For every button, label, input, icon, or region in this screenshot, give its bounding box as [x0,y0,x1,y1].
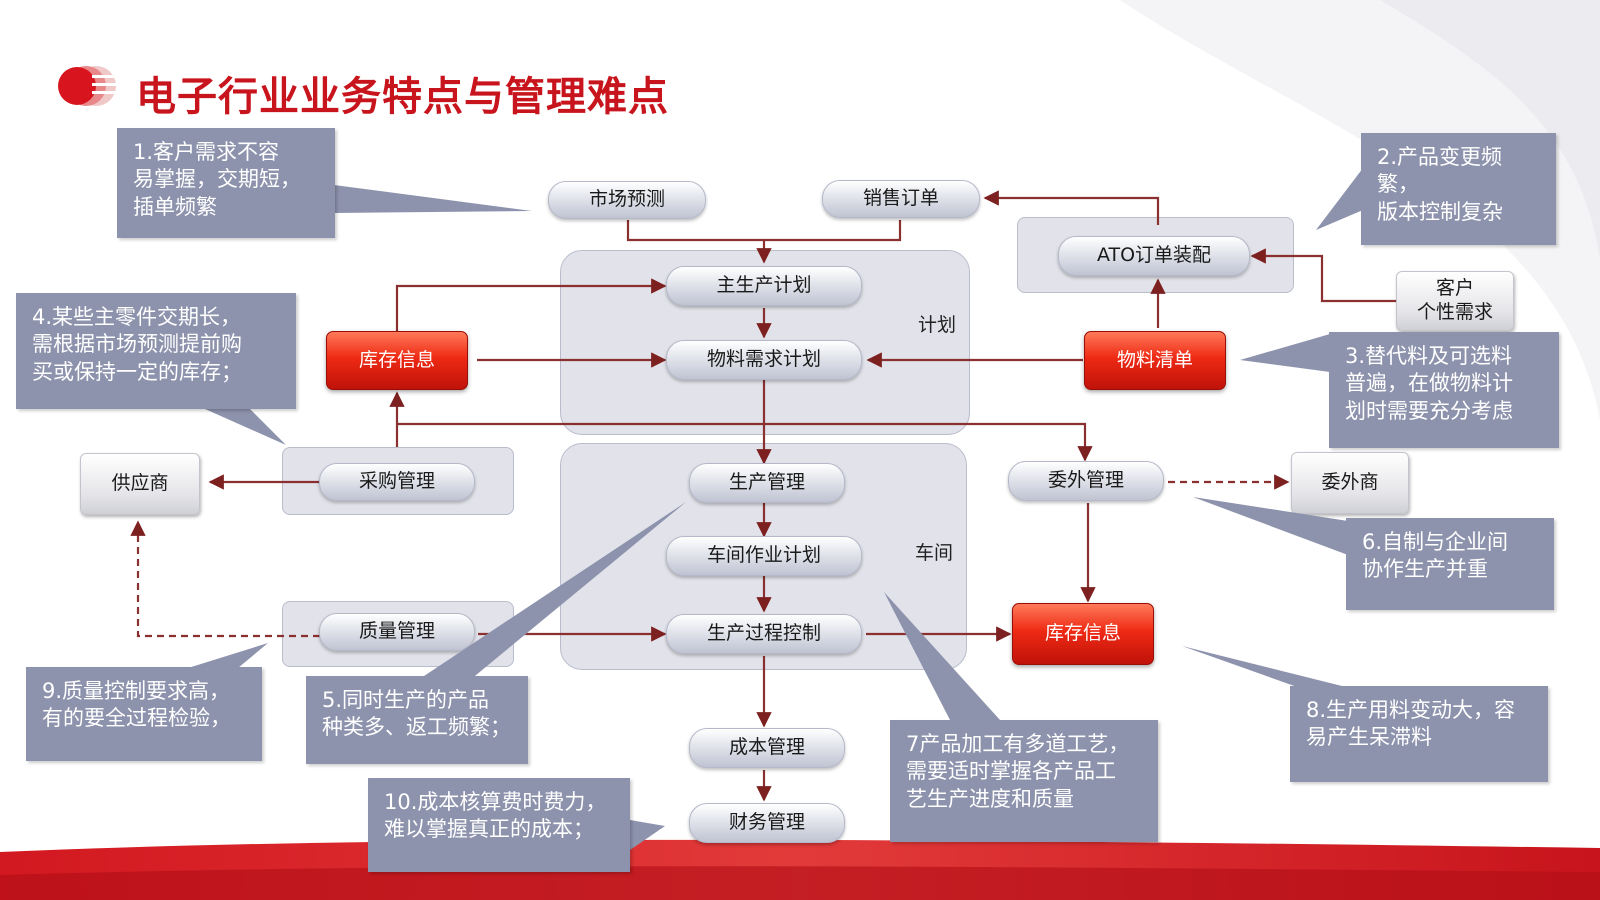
market-forecast-node: 市场预测 [548,181,706,219]
edge-hub-line [397,422,1093,462]
production-mgmt-node: 生产管理 [689,463,845,503]
callout-4-text: 4.某些主零件交期长， 需根据市场预测提前购 买或保持一定的库存； [32,305,242,384]
finance-node: 财务管理 [689,803,845,843]
ato-assembly-node: ATO订单装配 [1058,236,1250,276]
title-logo [56,62,120,110]
callout-2-tail [1316,168,1363,230]
callout-8: 8.生产用料变动大，容 易产生呆滞料 [1290,686,1548,782]
edge-quality-to-supplier [130,520,320,638]
shop-plan-node: 车间作业计划 [666,536,862,576]
purchase-node: 采购管理 [319,463,475,501]
callout-5-text: 5.同时生产的产品 种类多、返工频繁； [322,688,511,740]
material-plan-node: 物料需求计划 [666,340,862,380]
sales-order-node: 销售订单 [822,180,980,218]
callout-6-text: 6.自制与企业间 协作生产并重 [1362,530,1509,582]
callout-8-text: 8.生产用料变动大，容 易产生呆滞料 [1306,698,1516,750]
callout-1-tail [334,185,532,213]
callout-3-text: 3.替代料及可选料 普遍，在做物料计 划时需要充分考虑 [1345,344,1513,423]
customer-need-node: 客户 个性需求 [1396,271,1514,331]
callout-2: 2.产品变更频繁， 版本控制复杂 [1361,133,1556,245]
supplier-node: 供应商 [80,453,200,515]
callout-7-text: 7产品加工有多道工艺， 需要适时掌握各产品工 艺生产进度和质量 [906,732,1130,811]
callout-3: 3.替代料及可选料 普遍，在做物料计 划时需要充分考虑 [1329,332,1559,448]
page-title: 电子行业业务特点与管理难点 [136,74,669,120]
quality-node: 质量管理 [319,613,475,651]
edge-customer-to-ato [1250,248,1396,303]
callout-5-tail [418,502,686,680]
customer-need-label: 客户 个性需求 [1416,277,1493,323]
callout-8-tail [1182,646,1350,688]
cost-node: 成本管理 [689,728,845,768]
inventory-info-node-2: 库存信息 [1012,603,1154,665]
inventory-info-node-1: 库存信息 [326,331,468,390]
edge-ato-to-sales [983,190,1160,225]
callout-10-tail [630,820,665,850]
callout-7: 7产品加工有多道工艺， 需要适时掌握各产品工 艺生产进度和质量 [890,720,1158,842]
outsourcer-node: 委外商 [1291,452,1409,514]
workshop-region-label: 车间 [915,542,954,564]
callout-5: 5.同时生产的产品 种类多、返工频繁； [306,676,528,764]
callout-9-text: 9.质量控制要求高， 有的要全过程检验， [42,679,231,731]
callout-10: 10.成本核算费时费力， 难以掌握真正的成本； [368,778,630,872]
callout-1: 1.客户需求不容 易掌握，交期短， 插单频繁 [117,128,335,238]
callout-7-tail [884,592,1000,720]
master-plan-node: 主生产计划 [666,266,862,306]
callout-2-text: 2.产品变更频繁， 版本控制复杂 [1377,145,1503,224]
edge-inventory-to-master [395,278,667,333]
process-control-node: 生产过程控制 [666,614,862,654]
callout-9-tail [188,643,268,668]
callout-9: 9.质量控制要求高， 有的要全过程检验， [26,667,262,761]
callout-1-text: 1.客户需求不容 易掌握，交期短， 插单频繁 [133,140,301,219]
callout-10-text: 10.成本核算费时费力， 难以掌握真正的成本； [384,790,607,842]
bom-node: 物料清单 [1084,331,1226,390]
callout-4: 4.某些主零件交期长， 需根据市场预测提前购 买或保持一定的库存； [16,293,296,409]
plan-region-label: 计划 [918,314,957,336]
callout-4-tail [205,409,286,445]
callout-6: 6.自制与企业间 协作生产并重 [1346,518,1554,610]
callout-6-tail [1193,497,1348,555]
title-bullet-icon [58,66,118,106]
callout-3-tail [1240,334,1330,372]
outsource-mgmt-node: 委外管理 [1008,461,1164,501]
